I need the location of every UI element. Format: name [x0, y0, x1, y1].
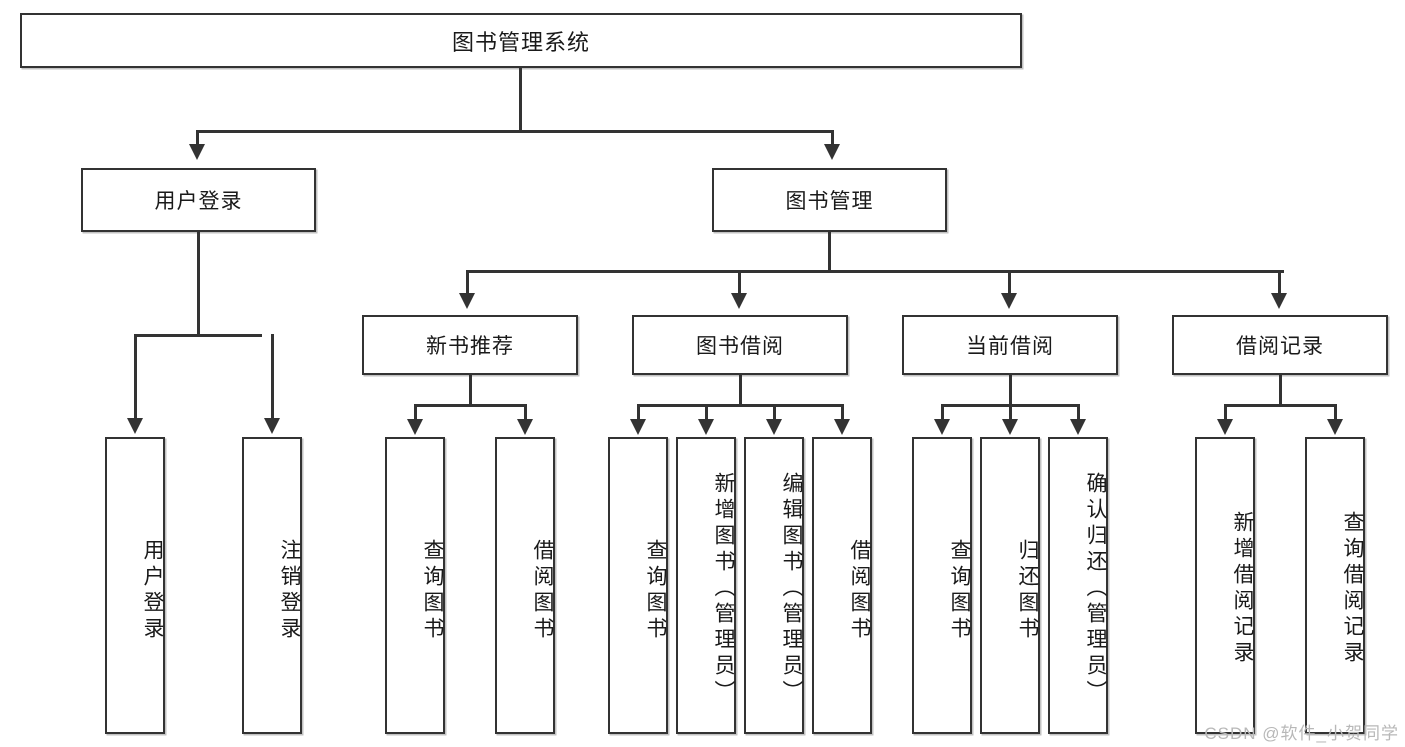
connector-borrow-record-bar	[1224, 404, 1336, 407]
node-book-management[interactable]: 图书管理	[712, 168, 947, 232]
connector-new-book-bar	[414, 404, 526, 407]
leaf-label: 编辑图书（管理员）	[780, 471, 803, 706]
connector-user-login-leaf1	[134, 334, 137, 422]
node-user-login[interactable]: 用户登录	[81, 168, 316, 232]
leaf-label: 借阅图书	[848, 538, 871, 643]
connector-book-borrow-leaf1	[637, 404, 640, 423]
connector-borrow-record-stem	[1279, 375, 1282, 406]
arrow-book-borrow-leaf4	[834, 419, 850, 435]
node-root-system[interactable]: 图书管理系统	[20, 13, 1022, 68]
connector-book-manage-bar	[466, 270, 1284, 273]
connector-to-book-manage	[831, 130, 834, 150]
connector-book-borrow-leaf3	[773, 404, 776, 423]
connector-root-stem	[519, 68, 522, 131]
node-current-borrow[interactable]: 当前借阅	[902, 315, 1118, 375]
connector-current-borrow-leaf1	[941, 404, 944, 423]
arrow-new-book-leaf1	[407, 419, 423, 435]
connector-user-login-leaf2	[271, 334, 274, 422]
arrow-borrow-record-leaf2	[1327, 419, 1343, 435]
connector-book-borrow-leaf2	[705, 404, 708, 423]
leaf-book-borrow-edit[interactable]: 编辑图书（管理员）	[744, 437, 804, 734]
leaf-label: 借阅图书	[531, 538, 554, 643]
arrow-book-borrow-leaf3	[766, 419, 782, 435]
leaf-user-login-login[interactable]: 用户登录	[105, 437, 165, 734]
leaf-book-borrow-borrow[interactable]: 借阅图书	[812, 437, 872, 734]
arrow-to-user-login	[189, 144, 205, 160]
connector-borrow-record-leaf2	[1334, 404, 1337, 423]
leaf-borrow-record-add[interactable]: 新增借阅记录	[1195, 437, 1255, 734]
leaf-label: 归还图书	[1016, 538, 1039, 643]
connector-current-borrow-stem	[1009, 375, 1012, 406]
leaf-current-borrow-query[interactable]: 查询图书	[912, 437, 972, 734]
arrow-to-book-borrow	[731, 293, 747, 309]
leaf-book-borrow-add[interactable]: 新增图书（管理员）	[676, 437, 736, 734]
leaf-label: 查询图书	[644, 538, 667, 643]
connector-to-borrow-record	[1278, 270, 1281, 296]
leaf-book-borrow-query[interactable]: 查询图书	[608, 437, 668, 734]
connector-current-borrow-leaf3	[1077, 404, 1080, 423]
arrow-borrow-record-leaf1	[1217, 419, 1233, 435]
connector-borrow-record-leaf1	[1224, 404, 1227, 423]
arrow-to-current-borrow	[1001, 293, 1017, 309]
arrow-user-login-leaf2	[264, 418, 280, 434]
leaf-current-borrow-return[interactable]: 归还图书	[980, 437, 1040, 734]
leaf-current-borrow-confirm[interactable]: 确认归还（管理员）	[1048, 437, 1108, 734]
node-book-borrow[interactable]: 图书借阅	[632, 315, 848, 375]
connector-new-book-leaf1	[414, 404, 417, 423]
leaf-label: 注销登录	[278, 538, 301, 643]
connector-book-borrow-bar	[637, 404, 843, 407]
arrow-current-borrow-leaf3	[1070, 419, 1086, 435]
connector-new-book-leaf2	[524, 404, 527, 423]
connector-root-bar	[196, 130, 834, 133]
leaf-label: 新增图书（管理员）	[712, 471, 735, 706]
leaf-borrow-record-query[interactable]: 查询借阅记录	[1305, 437, 1365, 734]
arrow-user-login-leaf1	[127, 418, 143, 434]
leaf-label: 查询图书	[948, 538, 971, 643]
connector-book-manage-stem	[828, 232, 831, 272]
arrow-book-borrow-leaf1	[630, 419, 646, 435]
leaf-label: 确认归还（管理员）	[1084, 471, 1107, 706]
arrow-to-new-book	[459, 293, 475, 309]
leaf-user-login-logout[interactable]: 注销登录	[242, 437, 302, 734]
node-new-book-recommend[interactable]: 新书推荐	[362, 315, 578, 375]
arrow-current-borrow-leaf2	[1002, 419, 1018, 435]
leaf-label: 查询图书	[421, 538, 444, 643]
leaf-new-book-query[interactable]: 查询图书	[385, 437, 445, 734]
leaf-label: 用户登录	[141, 538, 164, 643]
arrow-current-borrow-leaf1	[934, 419, 950, 435]
leaf-label: 新增借阅记录	[1231, 510, 1254, 667]
connector-current-borrow-leaf2	[1009, 404, 1012, 423]
connector-to-user-login	[196, 130, 199, 150]
leaf-label: 查询借阅记录	[1341, 510, 1364, 667]
connector-book-borrow-leaf4	[841, 404, 844, 423]
connector-book-borrow-stem	[739, 375, 742, 406]
connector-to-new-book	[466, 270, 469, 296]
arrow-new-book-leaf2	[517, 419, 533, 435]
arrow-to-borrow-record	[1271, 293, 1287, 309]
connector-new-book-stem	[469, 375, 472, 406]
connector-user-login-bar	[134, 334, 262, 337]
connector-to-book-borrow	[738, 270, 741, 296]
arrow-book-borrow-leaf2	[698, 419, 714, 435]
connector-to-current-borrow	[1008, 270, 1011, 296]
connector-user-login-stem	[197, 232, 200, 336]
leaf-new-book-borrow[interactable]: 借阅图书	[495, 437, 555, 734]
arrow-to-book-manage	[824, 144, 840, 160]
node-borrow-record[interactable]: 借阅记录	[1172, 315, 1388, 375]
